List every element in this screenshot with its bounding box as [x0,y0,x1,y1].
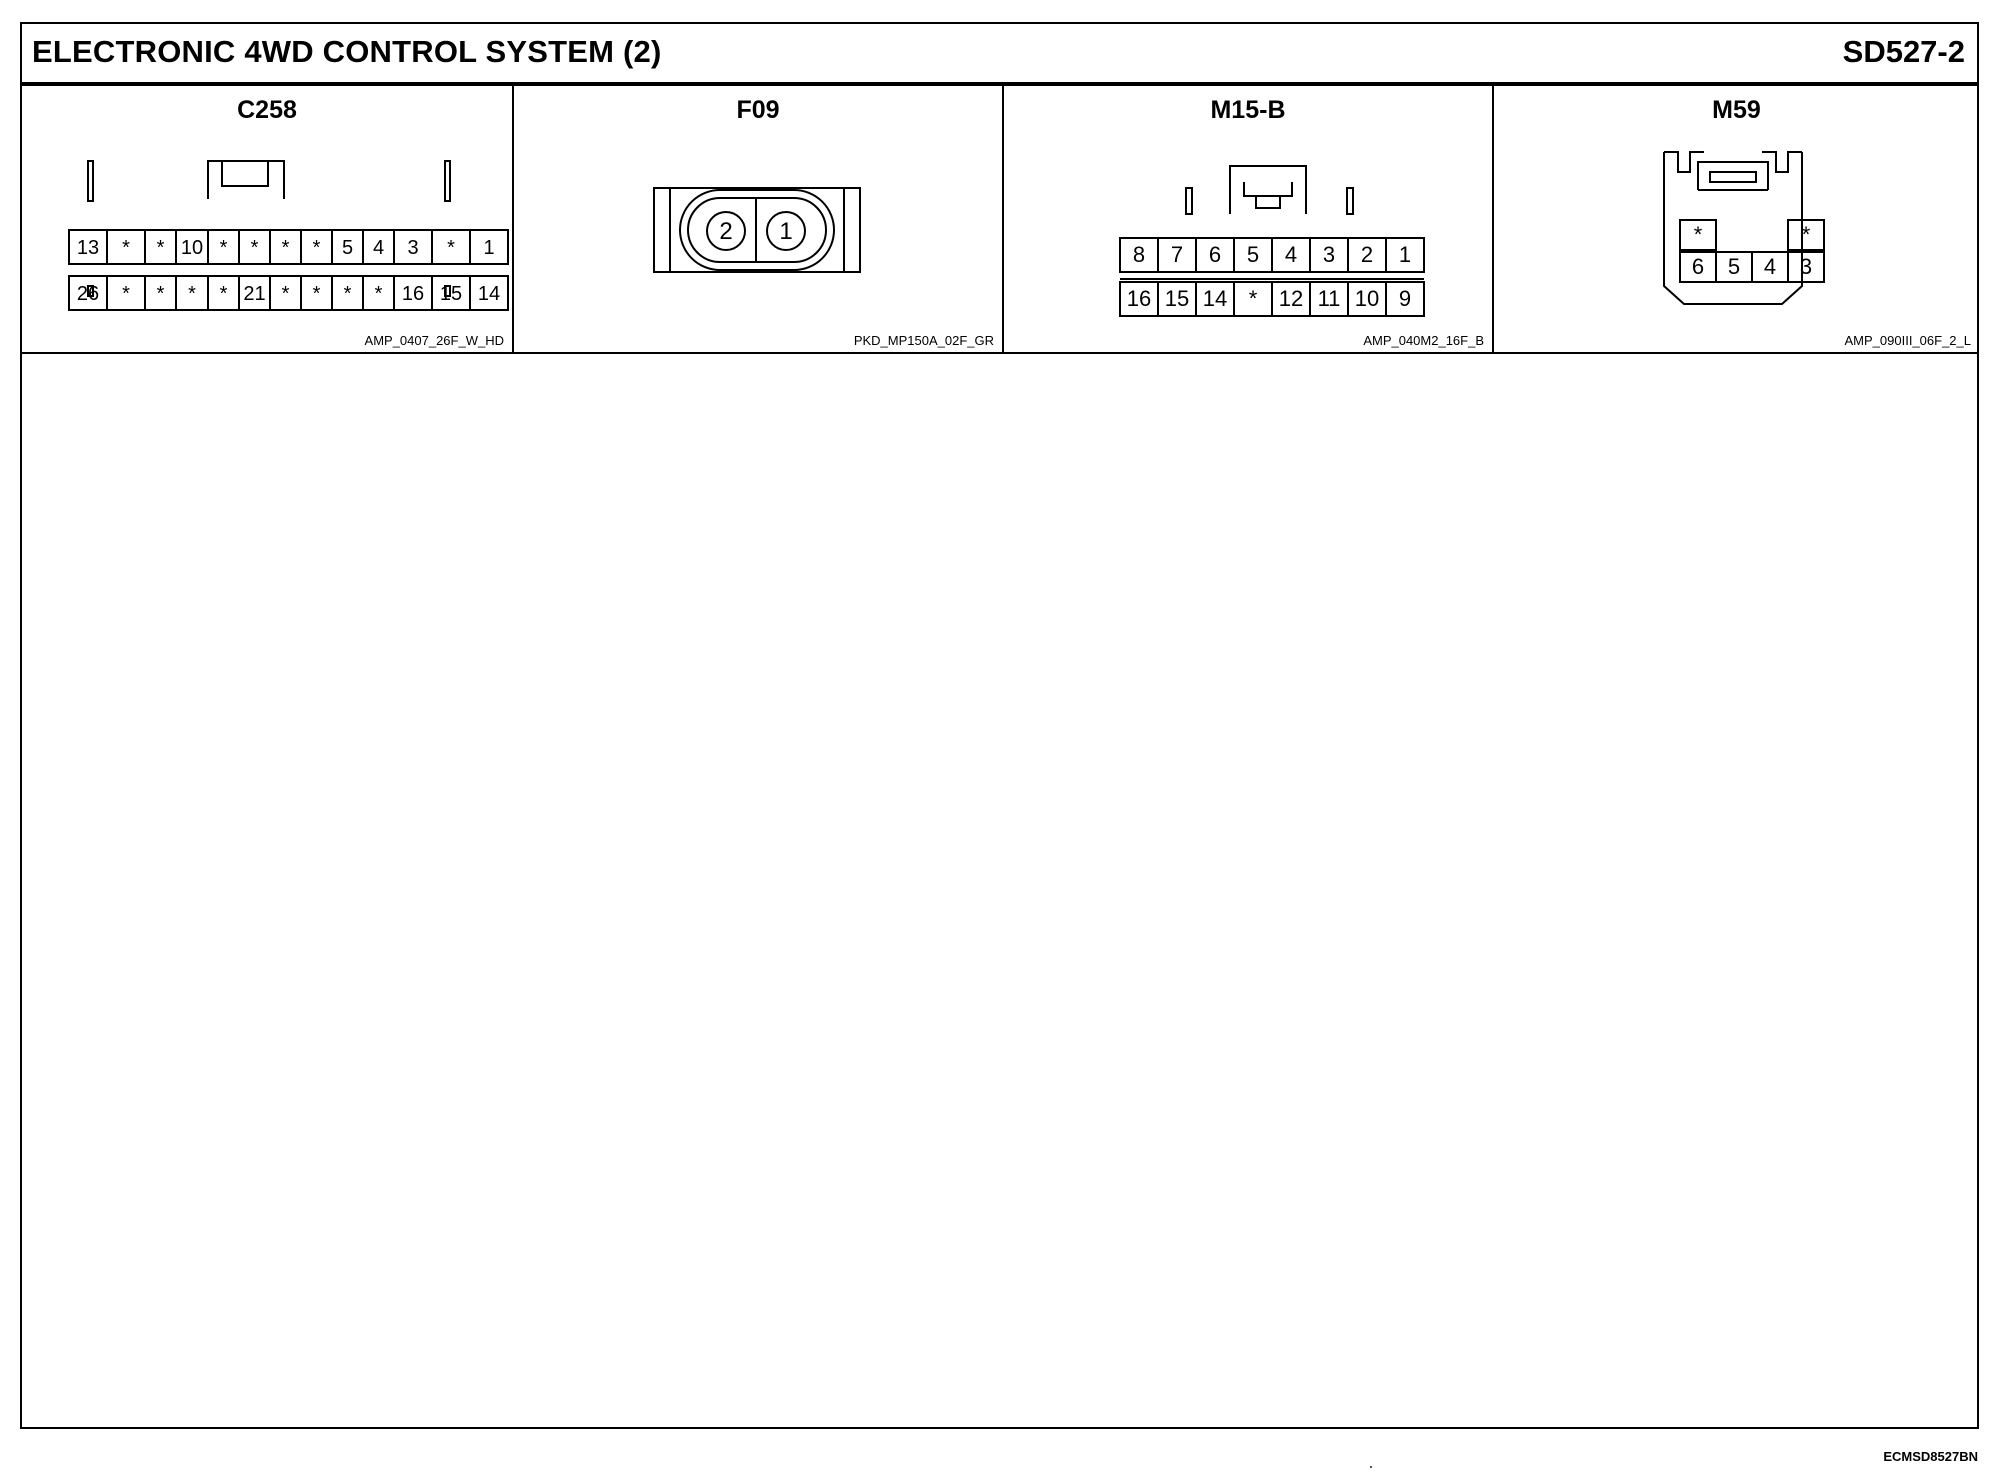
pin-label: * [220,237,228,259]
pin-label: 5 [1728,254,1740,279]
f09-outer-ring [679,189,835,271]
pin-label: 10 [1355,286,1379,311]
pin-label: 3 [1800,254,1812,279]
pin-label: 2 [1361,242,1373,267]
f09-pin-label: 2 [719,218,732,245]
pin-label: 9 [1399,286,1411,311]
pin-label: * [1249,286,1258,311]
pin-label: * [313,237,321,259]
pin-cavity [1385,237,1425,273]
pin-label: 1 [483,237,494,259]
pin-label: * [122,237,130,259]
sheet-id: SD527-2 [1842,34,1965,69]
pin-label: 11 [1318,286,1341,311]
pin-label: 3 [1323,242,1335,267]
pin-cavity [1787,251,1825,283]
pin-label: 7 [1171,242,1183,267]
pin-label: * [251,237,259,259]
pin-label: 6 [1692,254,1704,279]
connector-m15b-drawing: 8 7 6 5 4 3 2 1 16 15 14 * 12 11 10 9 [1119,165,1425,317]
pin-label: * [447,237,455,259]
pin-label: 1 [1399,242,1411,267]
pin-label: * [282,237,290,259]
pin-label: 4 [1285,242,1297,267]
pin-label: 14 [1203,286,1227,311]
pin-label: * [157,237,165,259]
connector-code: PKD_MP150A_02F_GR [853,333,994,348]
f09-pin-label: 1 [779,218,792,245]
pin-label: 13 [77,237,99,259]
f09-housing [653,187,861,273]
pin-cavity [1679,219,1717,251]
pin-cavity [469,275,509,311]
pin-cavity [1385,281,1425,317]
connector-name: C258 [237,96,297,124]
pin-cavity [1787,219,1825,251]
pin-label: * [157,283,165,305]
pin-label: 15 [440,283,462,305]
pin-label: * [220,283,228,305]
connector-name: M15-B [1210,96,1286,124]
pin-label: 6 [1209,242,1221,267]
connector-f09-drawing: 2 1 [653,187,861,273]
pin-label: 14 [478,283,500,305]
connector-code: AMP_090III_06F_2_L [1844,333,1971,348]
pin-label: 15 [1165,286,1189,311]
pin-label: 8 [1133,242,1145,267]
connector-name: F09 [736,96,780,124]
m59-housing [1663,152,1803,305]
connector-cell-m15b: M15-B 8 7 6 5 4 3 2 1 16 15 14 * 12 11 10 9 AMP_040M2_1… [1002,86,1492,352]
f09-pin-1 [766,211,806,251]
pin-label: 26 [77,283,99,305]
pin-label: 16 [402,283,424,305]
pin-label: 21 [243,283,265,305]
pin-label: * [1802,222,1811,247]
pin-label: 5 [342,237,353,259]
pin-label: 5 [1247,242,1259,267]
connector-name: M59 [1712,96,1761,124]
pin-label: 4 [1764,254,1776,279]
diagram-frame: ELECTRONIC 4WD CONTROL SYSTEM (2) SD527-… [20,22,1979,1429]
pin-label: 10 [181,237,203,259]
pin-cavity [469,229,509,265]
pin-label: * [344,283,352,305]
scan-dot [1370,1466,1372,1468]
pin-label: 3 [407,237,418,259]
f09-pin-2 [706,211,746,251]
connector-cell-f09: F09 2 1 PKD_MP150A_02F_GR [512,86,1002,352]
pin-label: * [188,283,196,305]
connector-code: AMP_0407_26F_W_HD [364,333,504,348]
connector-code: AMP_040M2_16F_B [1363,333,1484,348]
pin-label: * [122,283,130,305]
pin-label: * [313,283,321,305]
pin-label: * [375,283,383,305]
pin-label: 4 [373,237,384,259]
diagram-title: ELECTRONIC 4WD CONTROL SYSTEM (2) [32,34,662,69]
drawing-id: ECMSD8527BN [1883,1449,1978,1464]
pin-label: 16 [1127,286,1151,311]
title-bar: ELECTRONIC 4WD CONTROL SYSTEM (2) SD527-… [22,24,1977,86]
pin-label: * [1694,222,1703,247]
pin-label: * [282,283,290,305]
pin-label: 12 [1279,286,1303,311]
